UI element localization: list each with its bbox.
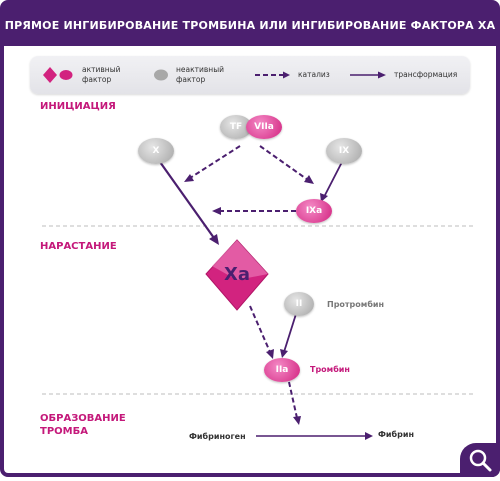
legend-inactive-line2: фактор	[176, 75, 206, 84]
factor-tf: TF	[220, 115, 252, 139]
factor-x-label: X	[152, 146, 160, 156]
factor-viia: VIIa	[246, 115, 282, 139]
transform-arrow-x-xa	[159, 161, 215, 239]
factor-xa-label: Xa	[223, 263, 251, 285]
magnifier-icon[interactable]	[460, 443, 500, 477]
section-propagation: НАРАСТАНИЕ	[40, 241, 117, 252]
catalysis-arrow-viia-ixa	[259, 145, 309, 181]
legend-inactive-line1: неактивный	[176, 65, 225, 74]
factor-tf-label: TF	[229, 122, 243, 132]
legend-active-line1: активный	[82, 65, 121, 74]
label-fibrinogen: Фибриноген	[189, 432, 246, 441]
section-clot-line1: ОБРАЗОВАНИЕ	[40, 413, 126, 424]
catalysis-arrow-xa-iia	[249, 305, 271, 353]
catalysis-arrow-viia-left	[189, 145, 241, 179]
factor-xa-text: Xa	[207, 258, 267, 290]
factor-ii: II	[284, 292, 314, 316]
header-bar: ПРЯМОЕ ИНГИБИРОВАНИЕ ТРОМБИНА ИЛИ ИНГИБИ…	[4, 4, 496, 46]
label-fibrin: Фибрин	[378, 430, 414, 439]
diagram-connectors	[42, 145, 474, 440]
legend-catalysis: катализ	[298, 70, 330, 79]
factor-iia: IIa	[264, 358, 300, 382]
page-title: ПРЯМОЕ ИНГИБИРОВАНИЕ ТРОМБИНА ИЛИ ИНГИБИ…	[4, 18, 496, 32]
label-prothrombin: Протромбин	[327, 300, 385, 309]
factor-ix: IX	[326, 138, 362, 164]
zoom-corner[interactable]	[460, 443, 500, 477]
factor-iia-label: IIa	[275, 365, 289, 375]
factor-ix-label: IX	[338, 146, 350, 156]
factor-ixa-label: IXa	[305, 206, 323, 216]
active-diamond-icon	[43, 67, 57, 83]
transform-arrow-ix-ixa	[323, 161, 343, 198]
section-clot-line2: ТРОМБА	[40, 426, 88, 437]
factor-ixa: IXa	[296, 199, 332, 223]
active-oval-icon	[59, 70, 73, 80]
inactive-oval-icon	[154, 69, 168, 81]
transform-arrow-ii-iia	[283, 313, 297, 353]
factor-x: X	[138, 138, 174, 164]
factor-ii-label: II	[295, 299, 303, 309]
label-thrombin: Тромбин	[310, 365, 350, 374]
legend: активный фактор неактивный фактор катали…	[30, 56, 470, 94]
factor-viia-label: VIIa	[254, 122, 274, 132]
legend-active-line2: фактор	[82, 75, 112, 84]
catalysis-arrow-iia-fibrin	[288, 381, 298, 419]
section-initiation: ИНИЦИАЦИЯ	[40, 101, 116, 112]
legend-symbols	[43, 67, 386, 83]
legend-transformation: трансформация	[394, 70, 458, 79]
